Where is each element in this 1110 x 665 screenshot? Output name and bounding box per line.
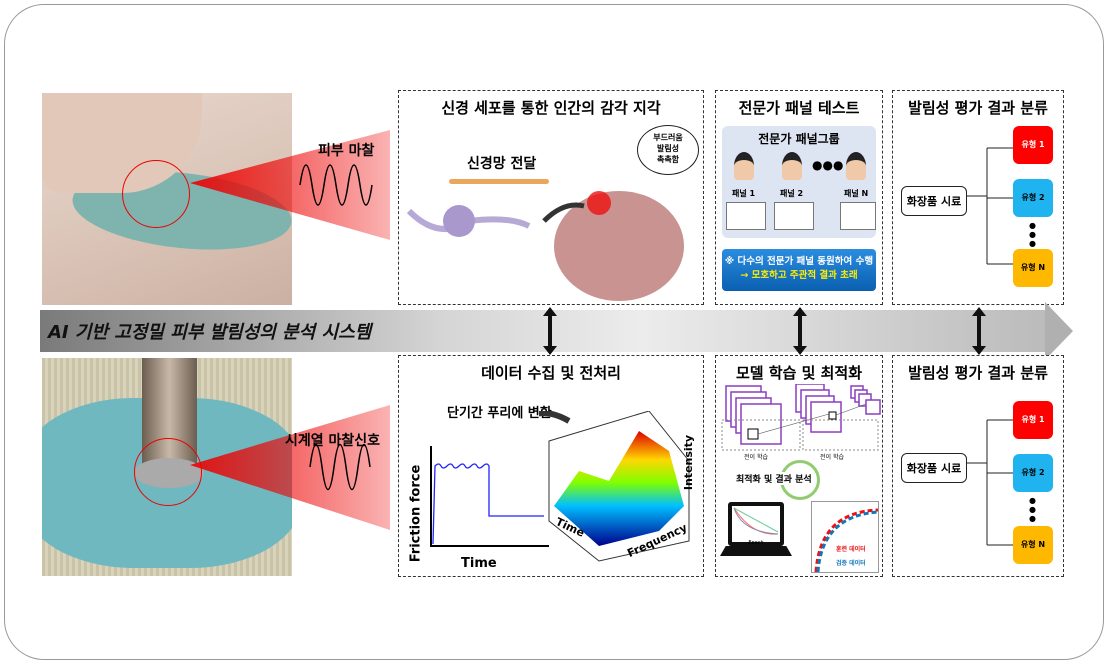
perception-title: 신경 세포를 통한 인간의 감각 지각	[441, 99, 661, 117]
cosmetic-sample: 화장품 시료	[901, 453, 967, 483]
expert-panel-box: 전문가 패널 테스트 전문가 패널그룹 ●●● 패널 1 패널 2 패널 N ※…	[715, 90, 883, 305]
classification-title: 발림성 평가 결과 분류	[908, 364, 1048, 382]
more-types-dots: ●●●	[1029, 496, 1036, 523]
type-2: 유형 2	[1013, 179, 1053, 217]
cycle-label: 최적화 및 결과 분석	[736, 472, 812, 485]
person-icon	[846, 152, 866, 180]
classification-box-bottom: 발림성 평가 결과 분류 화장품 시료 유형 1 유형 2 ●●● 유형 N	[892, 355, 1064, 577]
friction-ylabel: Friction force	[408, 464, 424, 563]
neuron-brain-illustration	[406, 191, 684, 301]
outer-frame	[4, 4, 1104, 660]
person-icon	[782, 152, 802, 180]
type-n: 유형 N	[1013, 249, 1053, 287]
cosmetic-sample: 화장품 시료	[901, 186, 967, 216]
friction-signal-label: 시계열 마찰신호	[285, 433, 381, 449]
friction-plot	[430, 446, 549, 547]
type-2: 유형 2	[1013, 454, 1053, 492]
band-arrowhead	[1045, 302, 1073, 360]
link-arrow	[793, 307, 807, 355]
spectrogram-3d	[539, 411, 690, 562]
laptop-icon: Epoch	[728, 502, 784, 546]
type-n: 유형 N	[1013, 526, 1053, 564]
time-xlabel: Time	[461, 556, 497, 571]
signal-cone-bottom	[190, 405, 390, 530]
cnn-diagram	[721, 384, 881, 451]
model-title: 모델 학습 및 최적화	[735, 364, 863, 382]
axis-intensity: Intensity	[682, 434, 696, 491]
link-arrow	[543, 307, 557, 355]
classification-box-top: 발림성 평가 결과 분류 화장품 시료 유형 1 유형 2 ●●● 유형 N	[892, 90, 1064, 305]
type-1: 유형 1	[1013, 401, 1053, 439]
panel-group: 전문가 패널그룹 ●●● 패널 1 패널 2 패널 N	[722, 126, 876, 238]
model-training-box: 모델 학습 및 최적화 전이 학습 전이 학습 최적화 및 결과 분석 Epoc…	[715, 355, 883, 577]
training-curve: 훈련 데이터 검증 데이터	[811, 501, 879, 573]
link-arrow	[972, 307, 986, 355]
data-title: 데이터 수집 및 전처리	[481, 364, 621, 382]
person-icon	[734, 152, 754, 180]
signal-cone-top	[190, 130, 390, 240]
expert-panel-title: 전문가 패널 테스트	[738, 99, 860, 117]
panel-note: ※ 다수의 전문가 패널 동원하여 수행 → 모호하고 주관적 결과 초래	[722, 249, 876, 291]
data-preprocessing-box: 데이터 수집 및 전처리 단기간 푸리에 변환 Friction force T…	[398, 355, 704, 577]
nerve-label: 신경망 전달	[467, 156, 537, 172]
system-title: AI 기반 고정밀 피부 발림성의 분석 시스템	[48, 322, 372, 343]
transfer-label: 전이 학습	[744, 454, 768, 461]
skin-friction-label: 피부 마찰	[318, 143, 375, 159]
nerve-arrow	[449, 179, 549, 184]
transfer-label: 전이 학습	[820, 454, 844, 461]
classification-title: 발림성 평가 결과 분류	[908, 99, 1048, 117]
type-1: 유형 1	[1013, 126, 1053, 164]
stft-label: 단기간 푸리에 변환	[447, 406, 552, 421]
system-band	[40, 310, 1045, 352]
